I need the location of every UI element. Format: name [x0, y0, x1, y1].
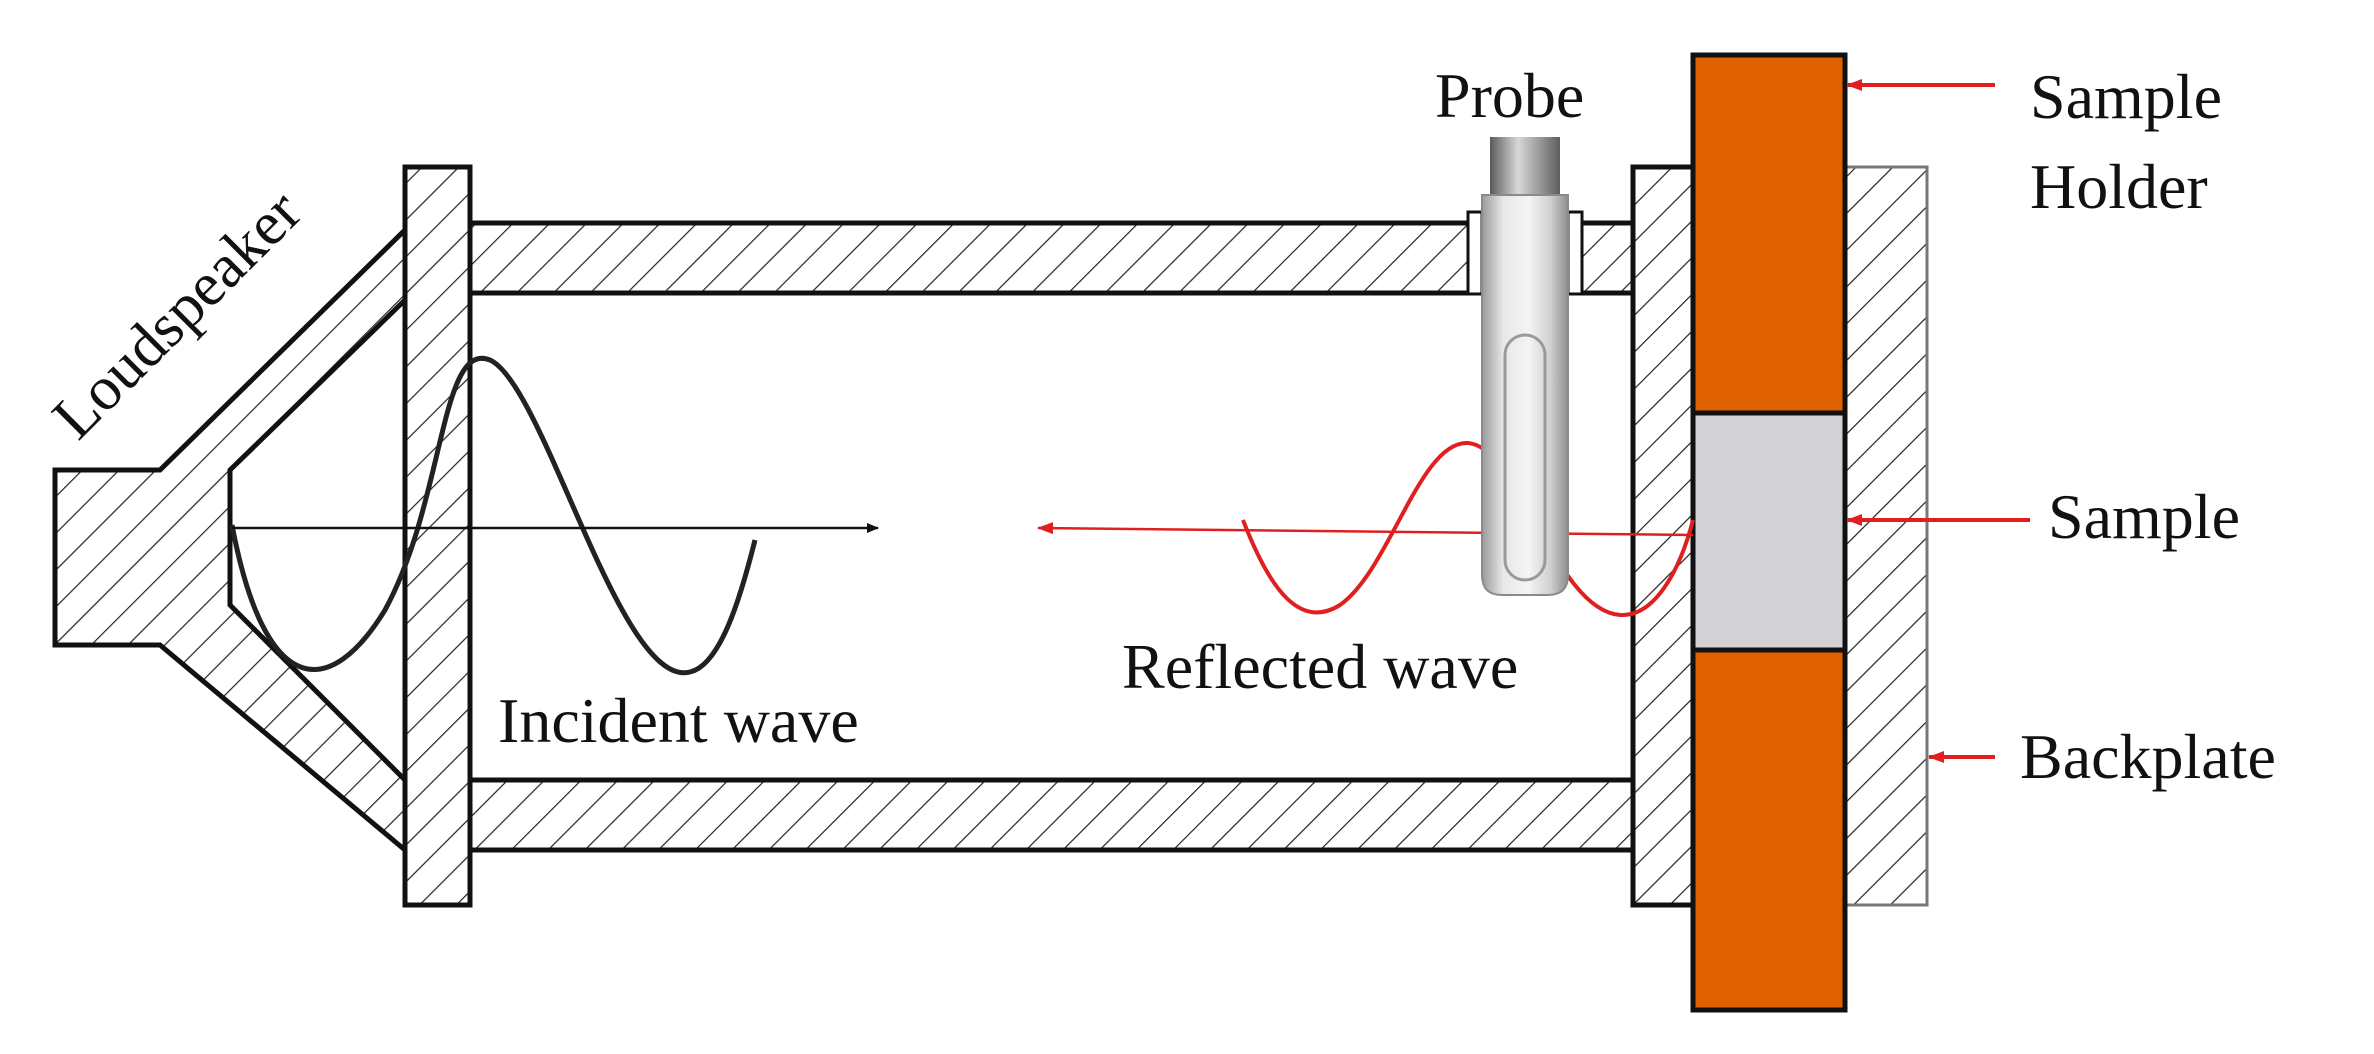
backplate — [1843, 165, 1929, 907]
probe-body — [1481, 194, 1569, 596]
reflected-wave — [1037, 440, 1695, 618]
tube-top-wall — [467, 220, 1636, 296]
sample-holder-bottom — [1690, 647, 1848, 1013]
reflected-wave-curve — [1241, 440, 1695, 618]
incident-wave-curve — [229, 355, 758, 676]
probe-cap — [1490, 137, 1560, 197]
tube-bottom-wall — [467, 777, 1636, 853]
sample — [1690, 410, 1848, 653]
probe-mount-left — [1466, 210, 1484, 296]
probe-label: Probe — [1435, 60, 1584, 131]
probe-slot — [1503, 333, 1547, 582]
backplate-label: Backplate — [2020, 721, 2276, 792]
incident-wave-label: Incident wave — [498, 685, 859, 756]
loudspeaker-body — [52, 224, 408, 856]
pointer-arrows — [1846, 79, 2030, 763]
incident-wave — [229, 355, 879, 676]
loudspeaker — [52, 224, 408, 856]
sample-label: Sample — [2048, 481, 2240, 552]
probe-mount-right — [1566, 210, 1584, 296]
sample-holder-top — [1690, 52, 1848, 416]
sample-holder-label-line2: Holder — [2030, 151, 2208, 222]
reflected-wave-arrow — [1037, 522, 1694, 537]
microphone-probe-icon — [1466, 137, 1584, 596]
reflected-wave-label: Reflected wave — [1122, 631, 1518, 702]
sample-holder-label-line1: Sample — [2030, 61, 2222, 132]
